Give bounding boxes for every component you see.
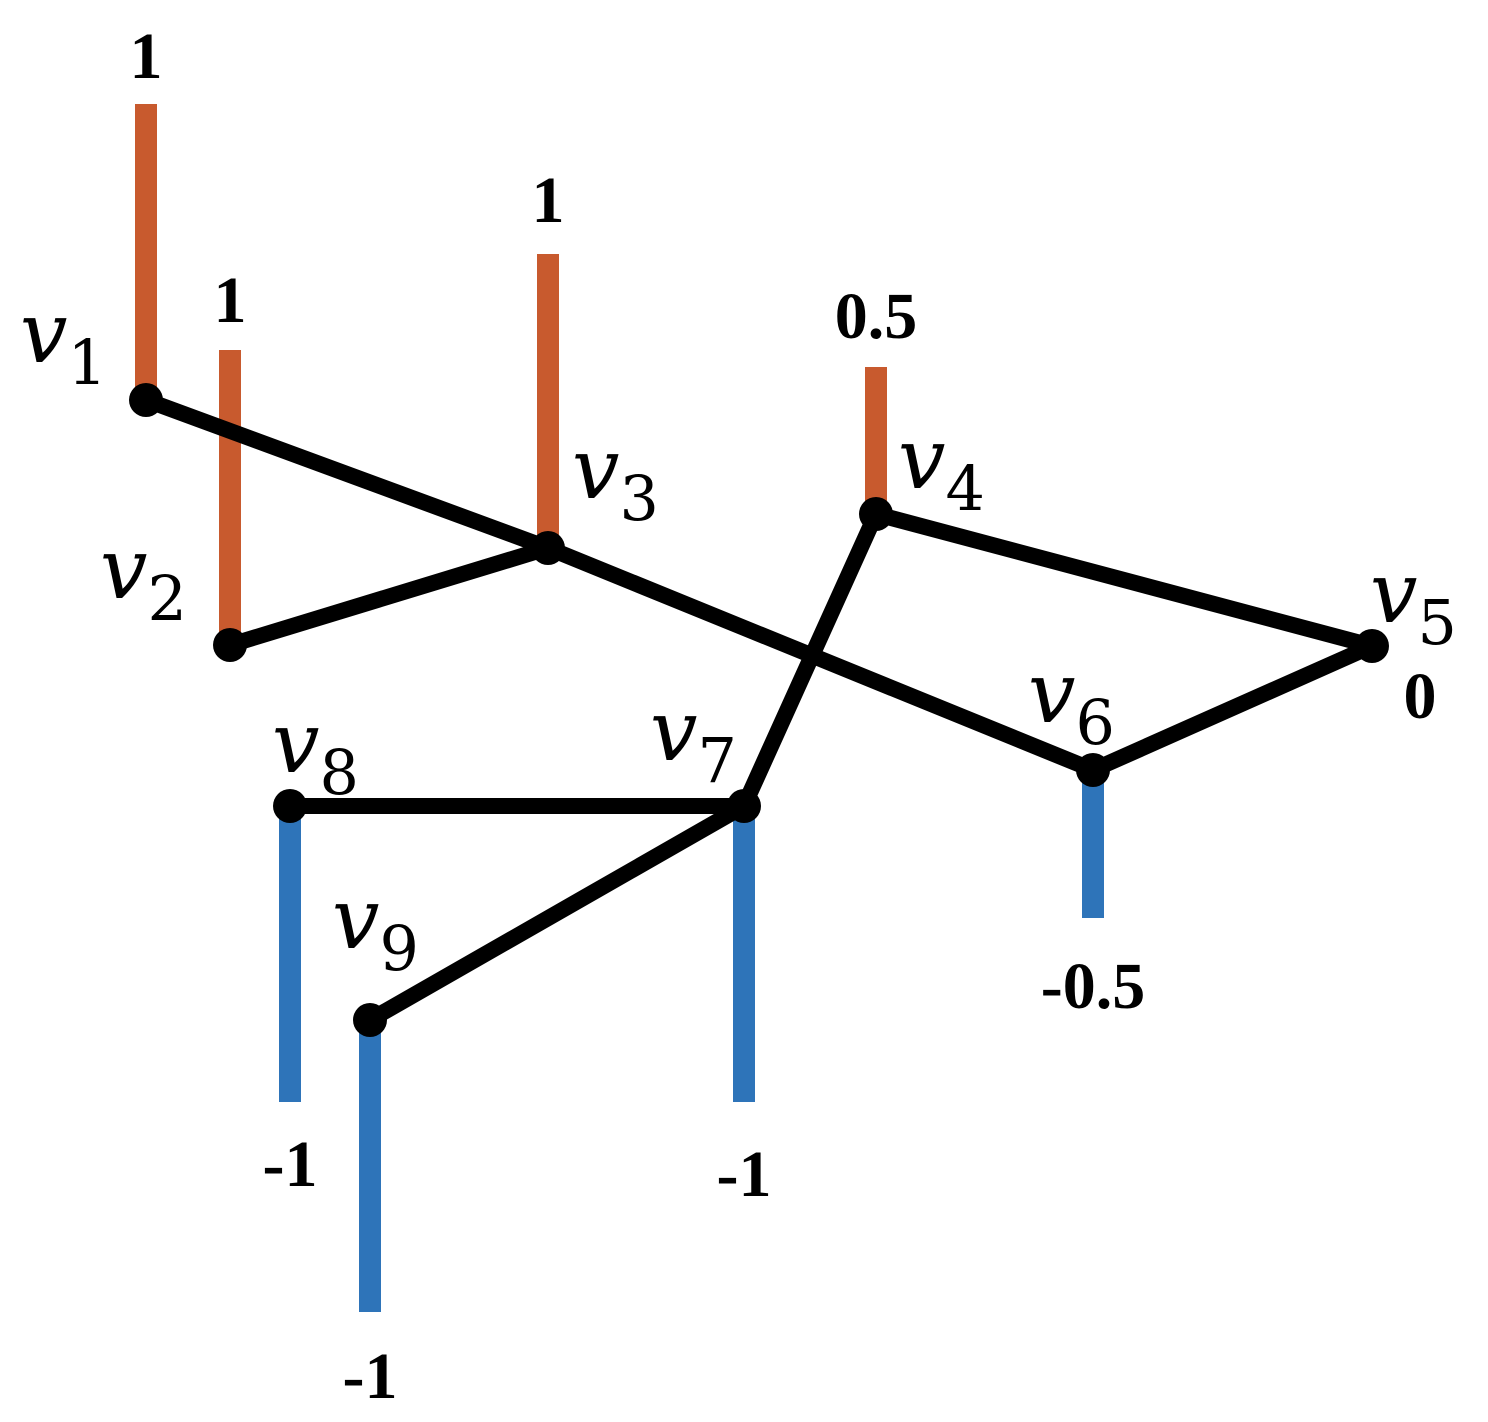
edge-v3-v6 (540, 540, 1101, 778)
node-label-v1: v1 (20, 284, 107, 399)
edge-v2-v3 (222, 540, 556, 653)
node-v2 (213, 628, 247, 662)
value-label-v3: 1 (532, 164, 565, 237)
value-label-v8: -1 (263, 1128, 318, 1201)
graph-edges (138, 392, 1380, 1028)
node-v3 (531, 531, 565, 565)
value-label-v4: 0.5 (835, 280, 918, 353)
node-label-v7: v7 (650, 682, 737, 797)
value-label-v2: 1 (214, 264, 247, 337)
graph-nodes (129, 383, 1389, 1037)
edge-v5-v6 (1085, 638, 1380, 778)
node-label-v5: v5 (1370, 544, 1457, 659)
node-label-v3: v3 (572, 420, 659, 535)
value-label-v6: -0.5 (1041, 950, 1145, 1023)
node-v5 (1355, 629, 1389, 663)
value-labels: 1 1 1 0.5 0 -0.5 -1 -1 -1 (130, 20, 1437, 1413)
edge-v9-v7 (362, 798, 752, 1028)
node-label-v4: v4 (898, 410, 985, 525)
value-label-v9: -1 (343, 1340, 398, 1413)
node-v7 (727, 789, 761, 823)
node-v9 (353, 1003, 387, 1037)
node-v4 (859, 497, 893, 531)
node-label-v6: v6 (1028, 644, 1115, 759)
edge-v1-v3 (138, 392, 556, 556)
node-v8 (273, 789, 307, 823)
value-stems (135, 104, 1104, 1312)
node-label-v8: v8 (272, 694, 359, 809)
node-label-v2: v2 (100, 520, 187, 635)
value-label-v5: 0 (1404, 660, 1437, 733)
edge-v4-v7 (736, 506, 884, 814)
node-labels: v1 v2 v3 v4 v5 v6 v7 v8 v9 (20, 284, 1457, 985)
value-label-v7: -1 (717, 1138, 772, 1211)
node-v1 (129, 383, 163, 417)
node-v6 (1076, 753, 1110, 787)
value-label-v1: 1 (130, 20, 163, 93)
edge-v4-v5 (868, 506, 1380, 654)
node-label-v9: v9 (332, 870, 419, 985)
